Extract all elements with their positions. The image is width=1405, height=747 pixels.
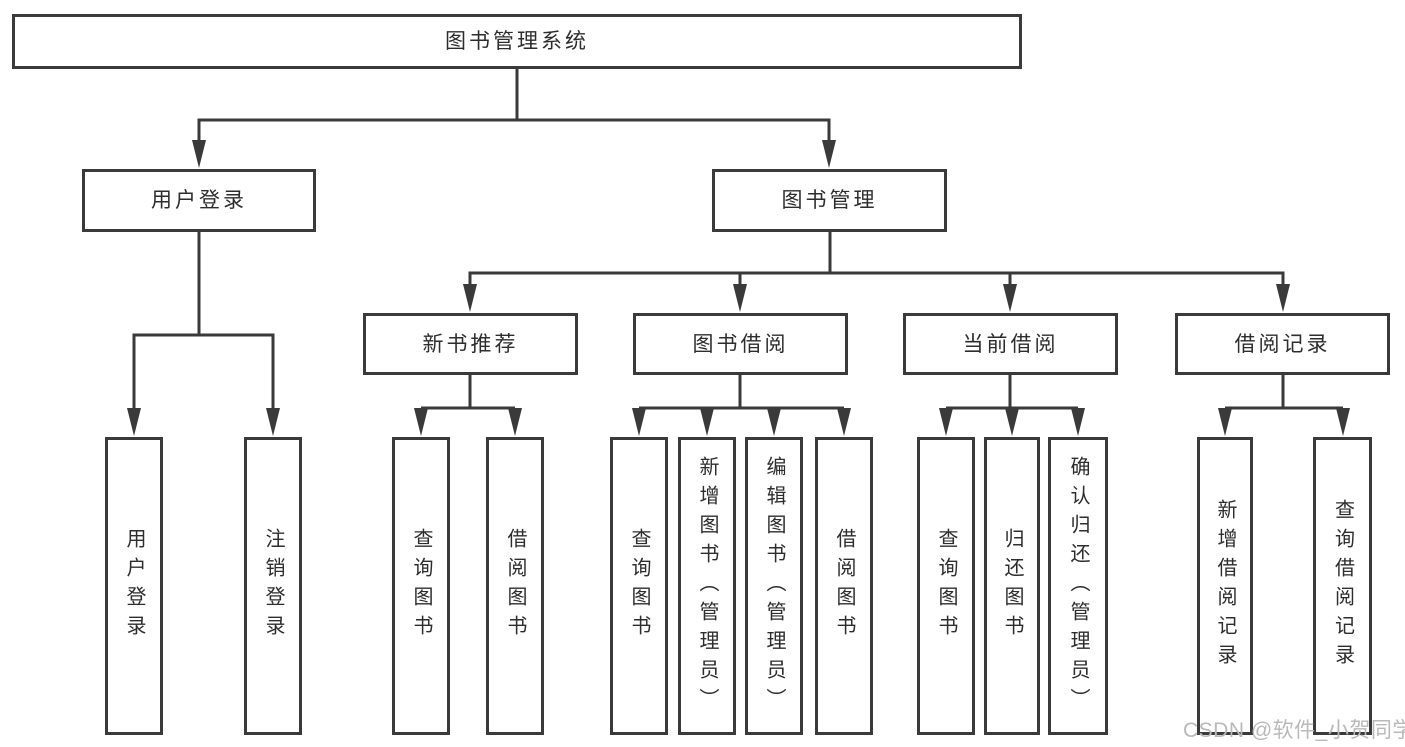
leaf-logout: 注销登录	[244, 437, 302, 735]
leaf-borrowing-borrow-books: 借阅图书	[815, 437, 873, 735]
node-book-borrowing: 图书借阅	[633, 313, 848, 375]
csdn-watermark: CSDN @软件_小贺同学	[1183, 719, 1405, 742]
leaf-records-add-borrow-record: 新增借阅记录	[1197, 437, 1253, 735]
node-library-system-root: 图书管理系统	[12, 14, 1022, 69]
leaf-newbook-borrow-books: 借阅图书	[486, 437, 544, 735]
leaf-borrowing-add-books-admin: 新增图书（管理员）	[678, 437, 736, 735]
node-borrow-records: 借阅记录	[1175, 313, 1390, 375]
leaf-current-query-books: 查询图书	[917, 437, 975, 735]
node-new-book-recommend: 新书推荐	[363, 313, 578, 375]
leaf-newbook-query-books: 查询图书	[392, 437, 450, 735]
node-current-borrowing: 当前借阅	[903, 313, 1118, 375]
leaf-records-query-borrow-record: 查询借阅记录	[1313, 437, 1372, 735]
node-book-management: 图书管理	[712, 169, 947, 232]
leaf-current-return-books: 归还图书	[984, 437, 1040, 735]
node-user-login: 用户登录	[82, 169, 316, 232]
leaf-current-confirm-return-admin: 确认归还（管理员）	[1048, 437, 1108, 735]
leaf-user-login: 用户登录	[105, 437, 163, 735]
leaf-borrowing-edit-books-admin: 编辑图书（管理员）	[745, 437, 803, 735]
leaf-borrowing-query-books: 查询图书	[610, 437, 668, 735]
